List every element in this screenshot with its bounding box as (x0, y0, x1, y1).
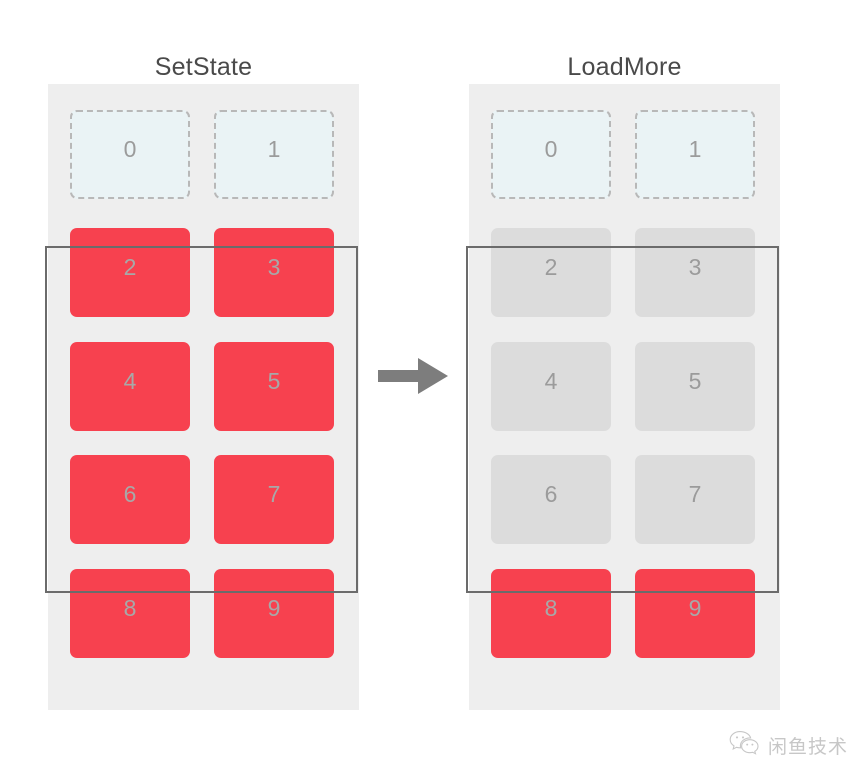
cell-label: 0 (123, 136, 137, 162)
cell-label: 5 (267, 368, 281, 394)
cell-label: 6 (544, 481, 558, 507)
cell-6[interactable]: 6 (70, 455, 190, 544)
cell-3[interactable]: 3 (214, 228, 334, 317)
cell-label: 3 (267, 254, 281, 280)
cell-2[interactable]: 2 (70, 228, 190, 317)
panel-title-setstate: SetState (154, 53, 253, 81)
cell-label: 7 (267, 481, 281, 507)
cell-9[interactable]: 9 (214, 569, 334, 658)
cell-0[interactable]: 0 (491, 110, 611, 199)
cell-5[interactable]: 5 (214, 342, 334, 431)
cell-0[interactable]: 0 (70, 110, 190, 199)
cell-6[interactable]: 6 (491, 455, 611, 544)
cell-4[interactable]: 4 (70, 342, 190, 431)
cell-9[interactable]: 9 (635, 569, 755, 658)
cell-7[interactable]: 7 (635, 455, 755, 544)
cell-8[interactable]: 8 (491, 569, 611, 658)
cell-label: 4 (123, 368, 137, 394)
cell-label: 4 (544, 368, 558, 394)
cell-label: 8 (123, 595, 137, 621)
cell-label: 0 (544, 136, 558, 162)
arrow-right-icon (378, 356, 450, 396)
cell-label: 1 (267, 136, 281, 162)
cell-1[interactable]: 1 (214, 110, 334, 199)
cell-1[interactable]: 1 (635, 110, 755, 199)
cell-5[interactable]: 5 (635, 342, 755, 431)
watermark-text: 闲鱼技术 (767, 736, 848, 758)
panel-body-loadmore: 0 1 2 3 4 5 6 7 8 (469, 84, 780, 710)
cell-4[interactable]: 4 (491, 342, 611, 431)
cell-label: 5 (688, 368, 702, 394)
panel-title-loadmore: LoadMore (567, 53, 682, 81)
wechat-icon (729, 730, 759, 761)
cell-label: 9 (267, 595, 281, 621)
cell-label: 3 (688, 254, 702, 280)
cell-label: 2 (123, 254, 137, 280)
panel-body-setstate: 0 1 2 3 4 5 6 7 8 (48, 84, 359, 710)
cell-3[interactable]: 3 (635, 228, 755, 317)
cell-2[interactable]: 2 (491, 228, 611, 317)
cell-label: 9 (688, 595, 702, 621)
watermark: 闲鱼技术 (729, 730, 848, 761)
cell-8[interactable]: 8 (70, 569, 190, 658)
cell-7[interactable]: 7 (214, 455, 334, 544)
cell-label: 2 (544, 254, 558, 280)
cell-label: 1 (688, 136, 702, 162)
cell-label: 8 (544, 595, 558, 621)
cell-label: 6 (123, 481, 137, 507)
cell-label: 7 (688, 481, 702, 507)
